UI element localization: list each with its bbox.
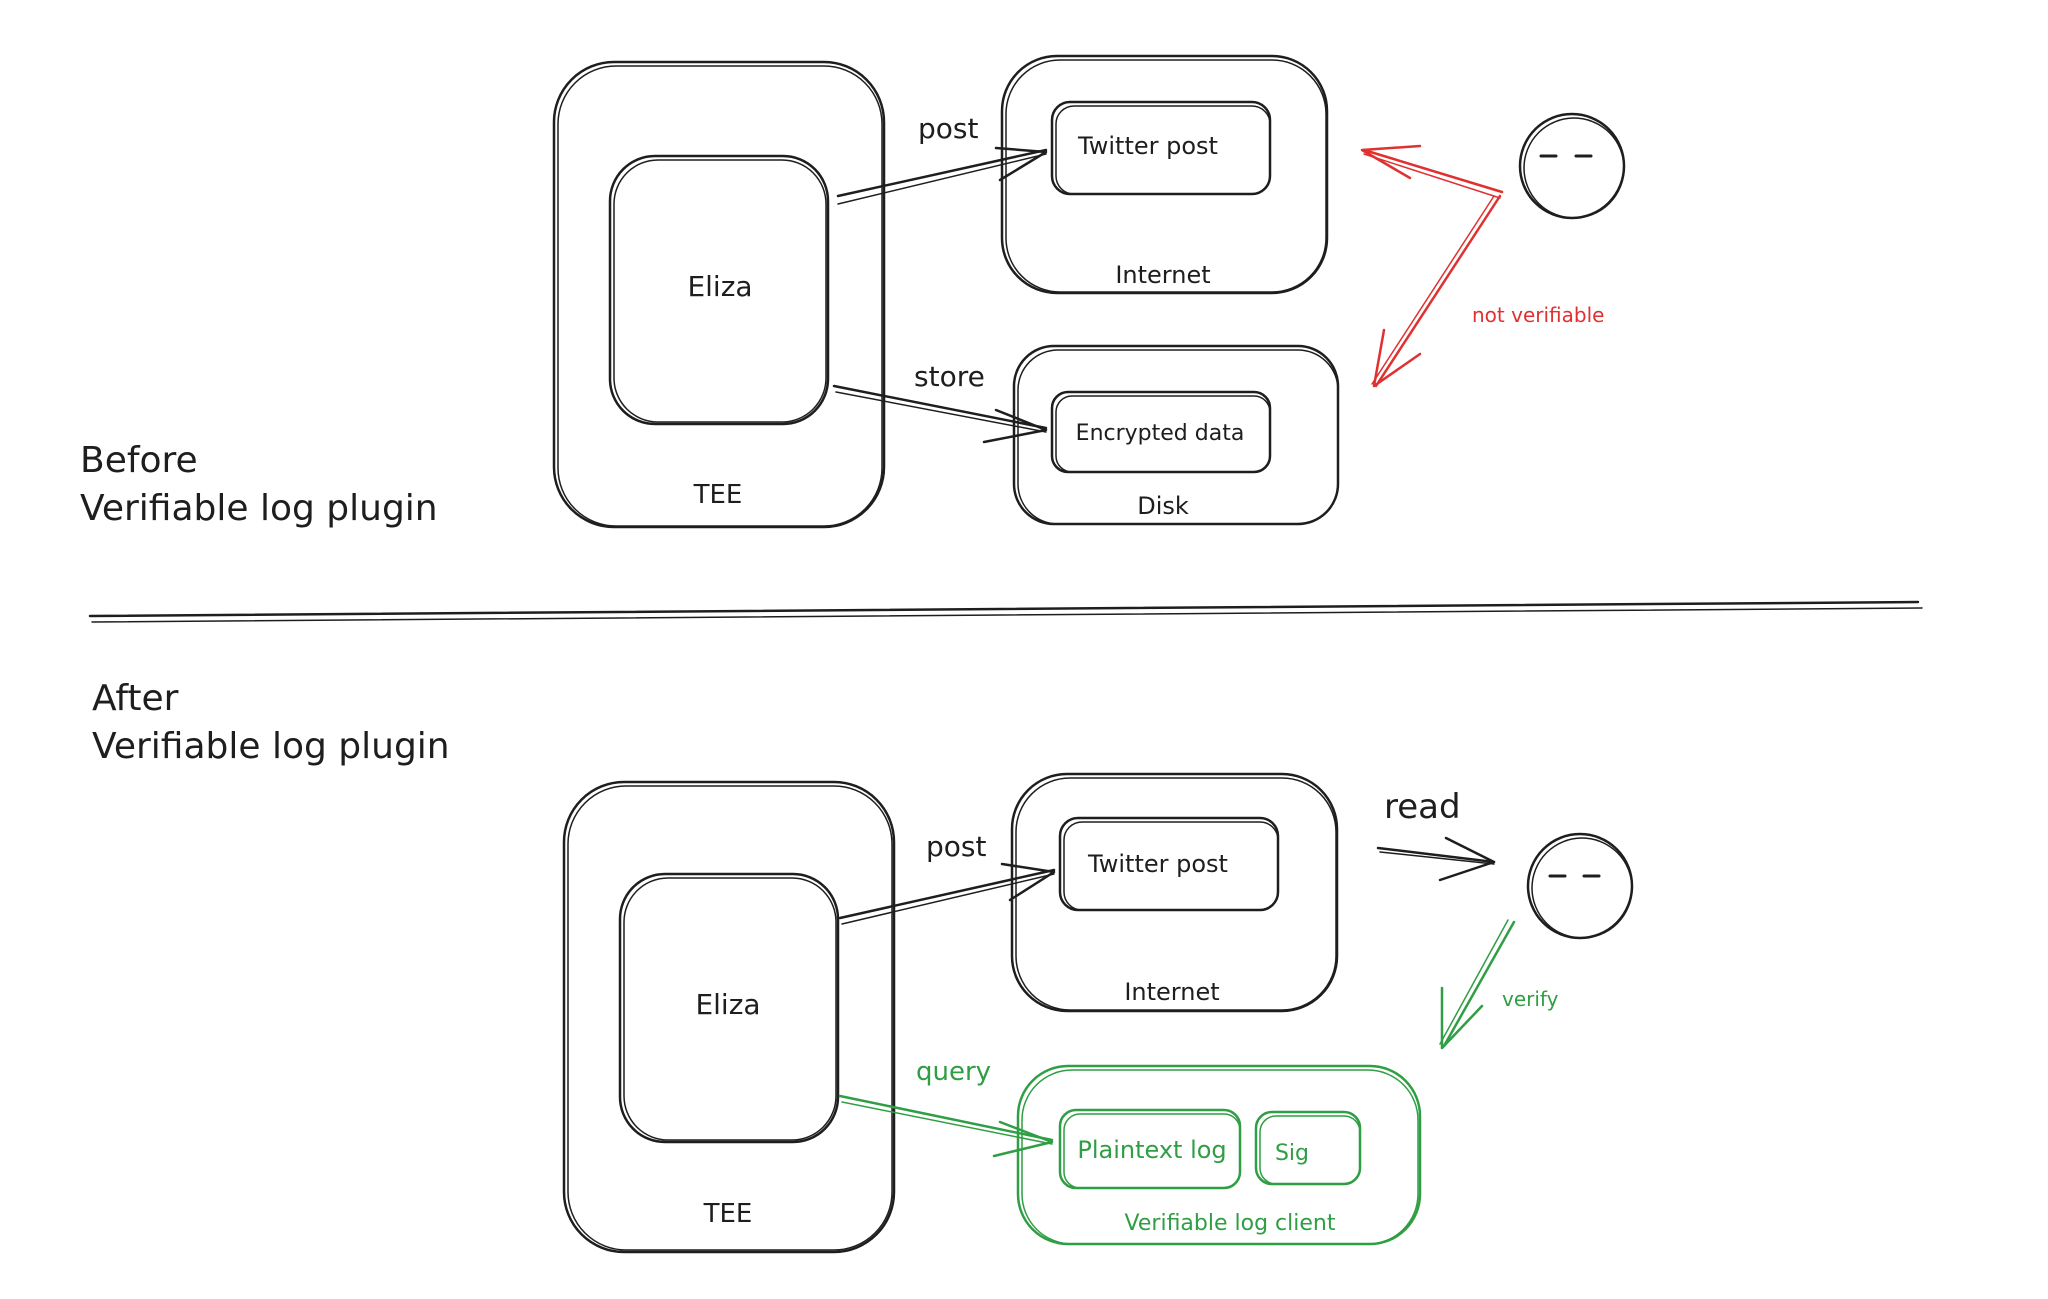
before-tee-box: TEE [552, 60, 886, 529]
after-internet-box: Twitter post Internet [1010, 772, 1339, 1013]
before-heading-line1: Before [80, 440, 198, 481]
after-read-arrow-label: read [1384, 787, 1461, 827]
before-not-verifiable-label: not verifiable [1472, 303, 1604, 327]
after-eliza-label: Eliza [695, 988, 760, 1021]
after-section: After Verifiable log plugin TEE Eliza Tw… [92, 678, 1634, 1254]
after-tee-label: TEE [703, 1199, 753, 1229]
after-twitter-post-label: Twitter post [1087, 850, 1228, 878]
after-post-arrow-label: post [926, 830, 986, 863]
after-query-arrow-label: query [916, 1057, 991, 1087]
before-tee-label: TEE [693, 480, 743, 510]
before-user-face-icon [1518, 112, 1626, 220]
after-verifiable-log-client-label: Verifiable log client [1125, 1211, 1336, 1236]
before-store-arrow: store [832, 360, 1048, 444]
before-heading-line2: Verifiable log plugin [80, 488, 438, 529]
before-disk-label: Disk [1137, 492, 1189, 520]
before-post-arrow: post [836, 112, 1048, 205]
after-plaintext-log-label: Plaintext log [1077, 1136, 1226, 1164]
before-internet-label: Internet [1115, 261, 1210, 289]
before-not-verifiable-arrows: not verifiable [1360, 144, 1604, 388]
after-internet-label: Internet [1124, 978, 1219, 1006]
after-tee-box: TEE [562, 780, 896, 1254]
before-internet-box: Twitter post Internet [1000, 54, 1329, 295]
after-post-arrow: post [838, 830, 1056, 925]
before-disk-box: Encrypted data Disk [1012, 344, 1340, 526]
before-encrypted-data-label: Encrypted data [1076, 421, 1245, 446]
after-verifiable-log-client-box: Plaintext log Sig Verifiable log client [1016, 1064, 1422, 1246]
before-section: Before Verifiable log plugin TEE Eliza T… [80, 54, 1626, 529]
before-eliza-box: Eliza [608, 154, 830, 426]
after-user-face-icon [1526, 832, 1634, 940]
after-sig-label: Sig [1275, 1141, 1309, 1166]
before-store-arrow-label: store [914, 360, 985, 393]
after-verify-arrow: verify [1439, 919, 1559, 1050]
after-heading-line2: Verifiable log plugin [92, 726, 450, 767]
before-heading: Before Verifiable log plugin [80, 440, 438, 529]
after-eliza-box: Eliza [618, 872, 840, 1144]
after-query-arrow: query [838, 1057, 1054, 1158]
after-heading-line1: After [92, 678, 179, 719]
before-twitter-post-label: Twitter post [1077, 132, 1218, 160]
after-verify-label: verify [1502, 987, 1559, 1011]
before-post-arrow-label: post [918, 112, 978, 145]
after-heading: After Verifiable log plugin [92, 678, 450, 767]
after-read-arrow: read [1376, 787, 1496, 882]
section-divider [88, 600, 1923, 623]
before-eliza-label: Eliza [687, 270, 752, 303]
